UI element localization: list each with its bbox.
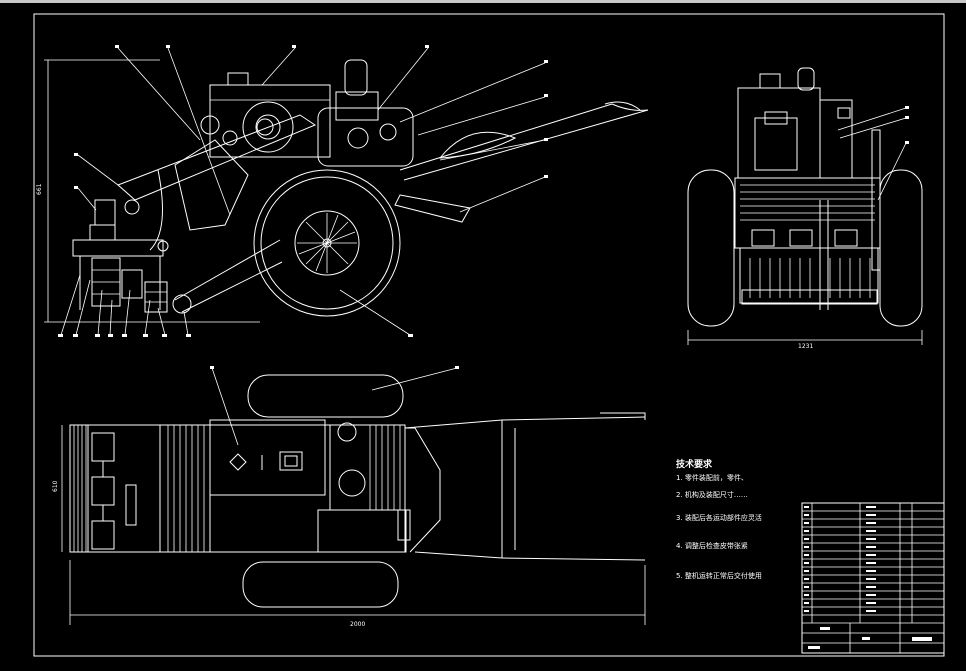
parts-list-table [801, 502, 945, 654]
engine-body [209, 84, 331, 158]
dim-top-length: 2000 [350, 621, 365, 628]
tech-line-1: 1. 零件装配前，零件、 [676, 473, 748, 482]
dim-top-width: 610 [52, 480, 59, 492]
handle-lower [403, 109, 649, 181]
drawing-frame [33, 13, 945, 657]
window-top-strip [0, 0, 966, 3]
tech-requirements: 技术要求 1. 零件装配前，零件、 2. 机构及装配尺寸…… 3. 装配后各运动… [676, 458, 762, 580]
dim-rear-width: 1231 [798, 343, 813, 350]
top-tire-lower [242, 561, 399, 608]
rear-view: 1231 [687, 67, 923, 350]
engine-pulley [242, 101, 294, 153]
side-view: 661 [36, 45, 649, 337]
top-tire-upper [247, 374, 404, 418]
rear-left-tire [687, 169, 735, 327]
top-engine [209, 419, 326, 496]
dim-side-height: 661 [36, 183, 43, 195]
tech-line-5: 5. 整机运转正常后交付使用 [676, 571, 762, 580]
tech-title: 技术要求 [676, 458, 713, 470]
tech-line-2: 2. 机构及装配尺寸…… [676, 490, 748, 499]
exhaust-pipe [344, 59, 368, 96]
handle-upper [399, 103, 613, 171]
drive-arm [117, 114, 317, 201]
gearbox [317, 107, 414, 167]
rear-right-tire [879, 169, 923, 327]
cutter-head [72, 239, 164, 257]
tech-line-4: 4. 调整后检查皮带张紧 [676, 541, 748, 550]
top-view: 610 2000 [52, 366, 646, 628]
main-wheel [253, 169, 401, 317]
tech-line-3: 3. 装配后各运动部件应灵活 [676, 513, 762, 522]
